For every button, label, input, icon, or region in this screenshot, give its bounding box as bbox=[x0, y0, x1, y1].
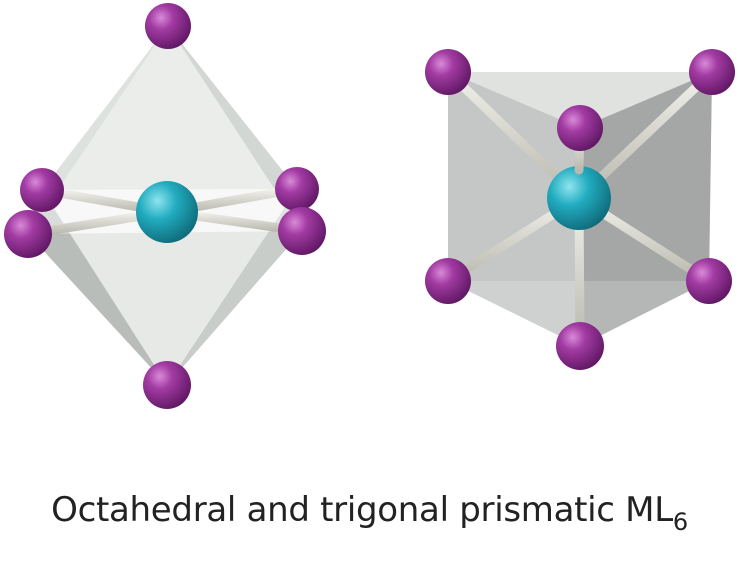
caption-text: Octahedral and trigonal prismatic ML bbox=[51, 490, 673, 530]
ligand-atom bbox=[425, 49, 471, 95]
caption-subscript: 6 bbox=[672, 508, 688, 536]
ligand-atom bbox=[275, 167, 319, 211]
ligand-atom bbox=[557, 105, 603, 151]
ml6-geometry-figure bbox=[4, 3, 735, 409]
trigonal-prismatic-structure bbox=[425, 49, 735, 370]
prismatic-atoms bbox=[425, 49, 735, 370]
ligand-atom bbox=[4, 210, 52, 258]
octahedral-structure bbox=[4, 3, 326, 409]
ligand-atom bbox=[556, 322, 604, 370]
ligand-atom bbox=[278, 207, 326, 255]
ligand-atom bbox=[425, 258, 471, 304]
figure-caption: Octahedral and trigonal prismatic ML6 bbox=[0, 488, 739, 534]
metal-atom bbox=[136, 181, 198, 243]
ligand-atom bbox=[689, 49, 735, 95]
octahedral-atoms bbox=[4, 3, 326, 409]
ligand-atom bbox=[145, 3, 191, 49]
ligand-atom bbox=[20, 168, 64, 212]
ligand-atom bbox=[686, 258, 732, 304]
metal-atom bbox=[547, 166, 611, 230]
ligand-atom bbox=[143, 361, 191, 409]
